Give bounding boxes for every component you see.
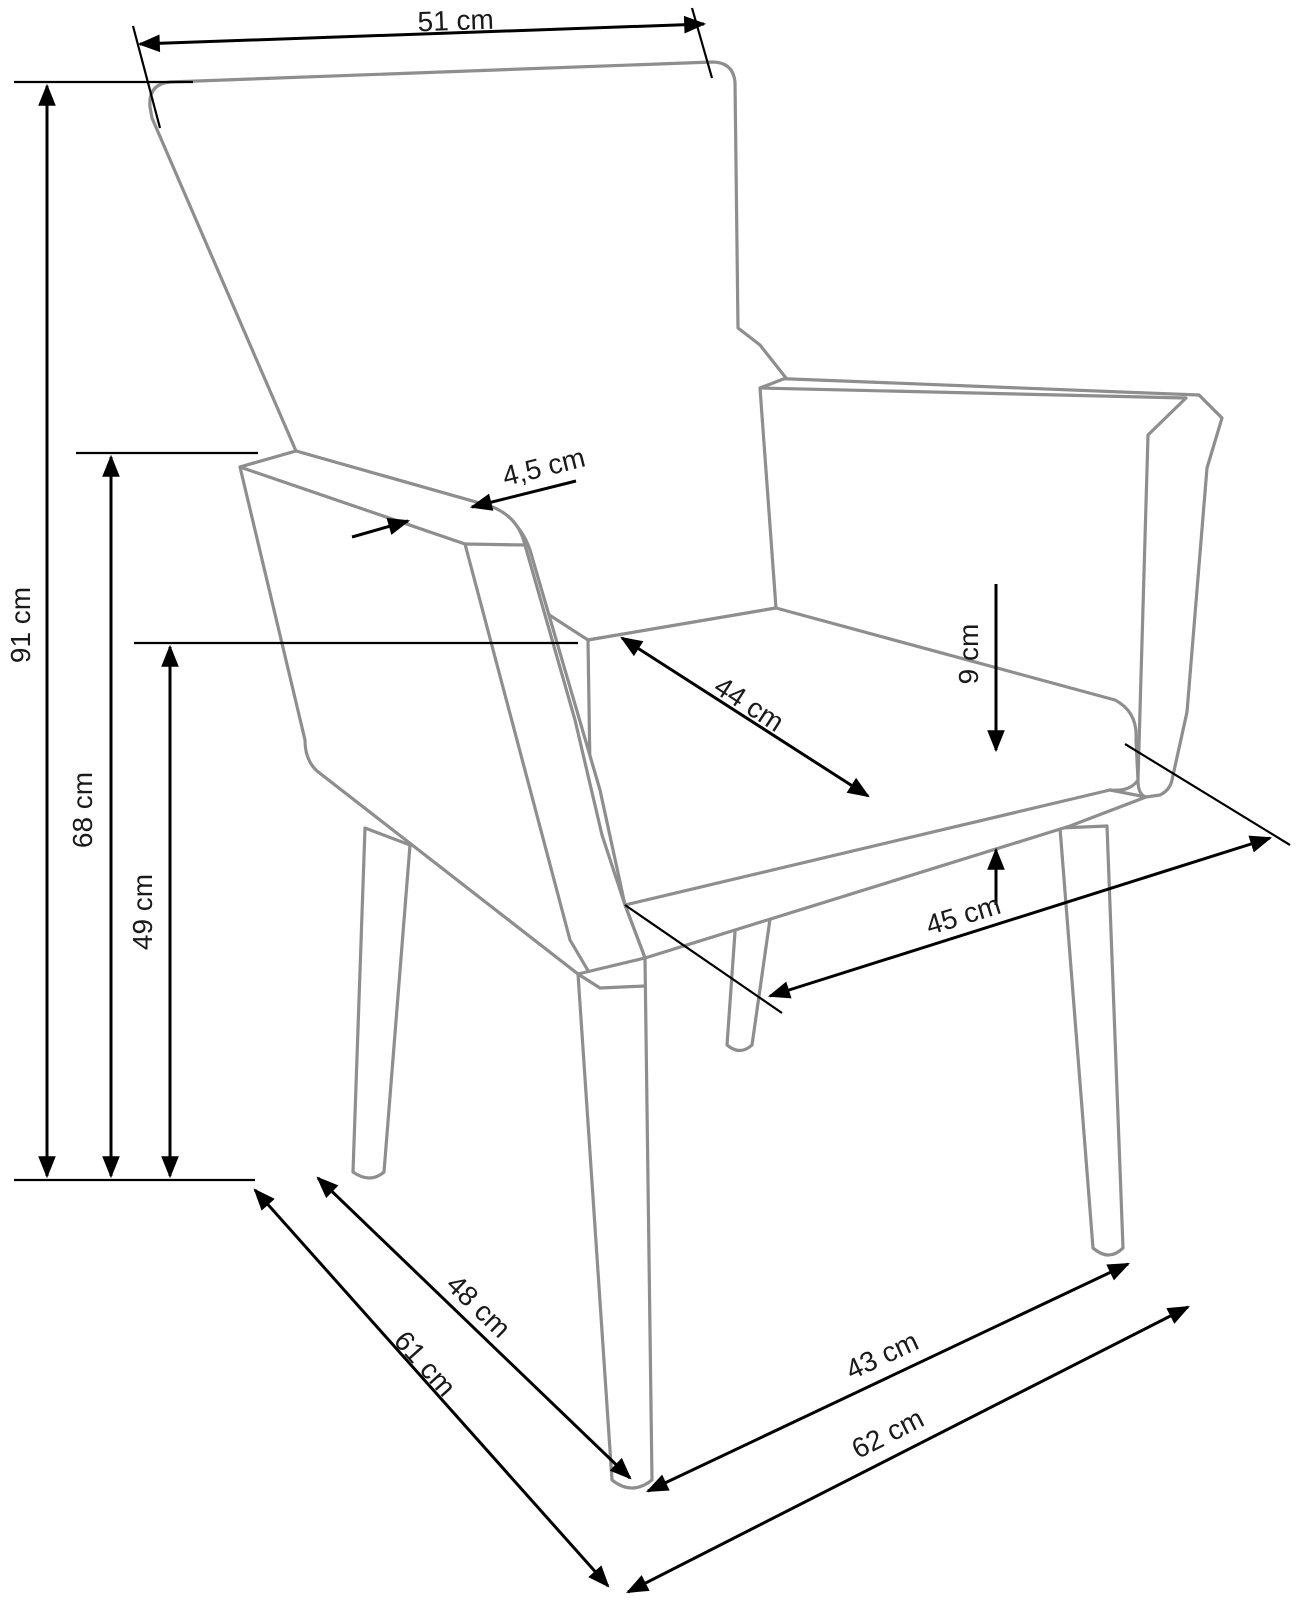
- dim-seat-depth: [620, 636, 870, 798]
- dim-width-total: [626, 1305, 1190, 1594]
- label-depth-total: 61 cm: [388, 1325, 462, 1402]
- dim-width-inner: [646, 1262, 1130, 1493]
- right-arm-panel: [758, 376, 1224, 799]
- label-height-total: 91 cm: [5, 587, 36, 663]
- chair-drawing: [148, 60, 1224, 1490]
- label-width-total: 62 cm: [847, 1402, 929, 1464]
- label-seat-width: 45 cm: [922, 889, 1004, 941]
- dim-seat-width: [767, 835, 1273, 999]
- front-left-leg-cap: [576, 972, 647, 990]
- label-height-armrest: 68 cm: [67, 772, 98, 848]
- dim-width-top: [137, 15, 707, 53]
- label-width-inner: 43 cm: [841, 1325, 923, 1385]
- dim-depth-total: [253, 1188, 610, 1588]
- label-height-seat: 49 cm: [127, 874, 158, 950]
- back-left-leg: [351, 826, 412, 1180]
- back-right-leg: [725, 910, 773, 1053]
- dimension-lines: [14, 7, 1291, 1594]
- backrest: [148, 60, 788, 642]
- dim-depth-inner: [316, 1176, 632, 1480]
- label-seat-thickness: 9 cm: [953, 624, 984, 685]
- front-right-leg: [1058, 824, 1125, 1257]
- label-width-top: 51 cm: [417, 4, 494, 38]
- dim-armrest-width-a: [351, 517, 411, 539]
- dim-armrest-width-b: [469, 479, 577, 511]
- front-left-leg: [576, 956, 654, 1490]
